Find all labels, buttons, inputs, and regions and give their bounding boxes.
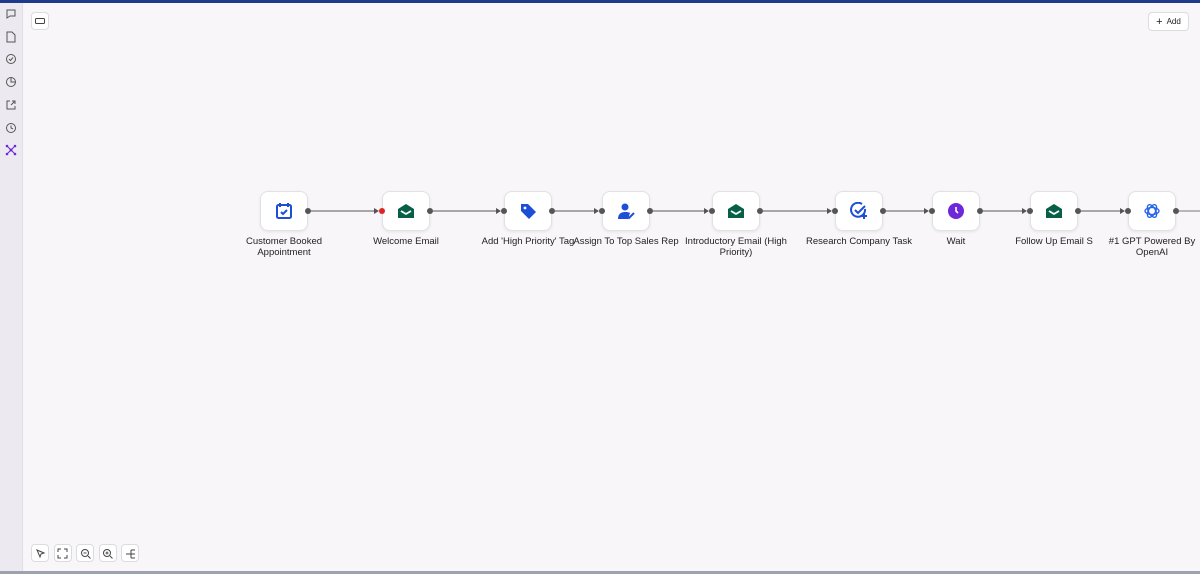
workflow-node[interactable] (712, 191, 760, 231)
zoom-in-button[interactable] (98, 544, 117, 562)
sidebar-item-2[interactable] (5, 53, 17, 65)
input-handle[interactable] (379, 208, 385, 214)
input-handle[interactable] (929, 208, 935, 214)
workflow-node[interactable] (602, 191, 650, 231)
zoom-out-button[interactable] (76, 544, 94, 562)
add-label: Add (1166, 17, 1181, 26)
add-button[interactable]: + Add (1148, 12, 1189, 31)
workflow-canvas[interactable]: + Add Customer Booked Appointment Welcome… (24, 3, 1200, 571)
input-handle[interactable] (599, 208, 605, 214)
workflow-node[interactable] (932, 191, 980, 231)
output-handle[interactable] (757, 208, 763, 214)
pointer-button[interactable] (31, 544, 49, 562)
pie-chart-icon (6, 77, 16, 88)
input-handle[interactable] (709, 208, 715, 214)
workflow-icon (5, 144, 17, 156)
output-handle[interactable] (549, 208, 555, 214)
workflow-node-label: Introductory Email (High Priority) (685, 236, 787, 258)
sidebar-item-3[interactable] (5, 76, 17, 88)
workflow-node-label: Wait (946, 236, 966, 247)
task-add-icon (850, 202, 867, 219)
edge-arrow (924, 208, 929, 214)
email-open-icon (728, 204, 744, 218)
output-handle[interactable] (427, 208, 433, 214)
workflow-node[interactable] (835, 191, 883, 231)
tag-icon (521, 204, 536, 219)
output-handle[interactable] (977, 208, 983, 214)
clock-icon (948, 203, 964, 219)
workflow-node[interactable] (382, 191, 430, 231)
edge-arrow (594, 208, 599, 214)
workflow-node-label: Customer Booked Appointment (245, 236, 323, 258)
external-link-icon (6, 100, 16, 110)
toggle-panel-button[interactable] (31, 12, 49, 30)
chat-icon (6, 9, 16, 19)
output-handle[interactable] (1075, 208, 1081, 214)
workflow-node-label: #1 GPT Powered By OpenAI (1108, 236, 1196, 258)
bottom-bar (0, 571, 1200, 574)
sidebar-item-5[interactable] (5, 122, 17, 134)
sidebar-item-4[interactable] (5, 99, 17, 111)
email-open-icon (1046, 204, 1062, 218)
workflow-node-label: Assign To Top Sales Rep (573, 236, 679, 247)
calendar-check-icon (276, 203, 292, 219)
workflow-node-label: Add 'High Priority' Tag (481, 236, 575, 247)
sidebar (0, 3, 23, 574)
input-handle[interactable] (1027, 208, 1033, 214)
edge-arrow (704, 208, 709, 214)
edge-arrow (827, 208, 832, 214)
keyboard-icon (35, 18, 45, 24)
file-icon (6, 31, 16, 43)
zoom-out-icon (80, 548, 91, 559)
output-handle[interactable] (305, 208, 311, 214)
pointer-icon (35, 548, 45, 558)
email-open-icon (398, 204, 414, 218)
edge-arrow (496, 208, 501, 214)
workflow-edges (311, 208, 1200, 214)
fit-view-icon (57, 548, 68, 558)
workflow-node[interactable] (504, 191, 552, 231)
output-handle[interactable] (647, 208, 653, 214)
workflow-node[interactable] (1128, 191, 1176, 231)
input-handle[interactable] (501, 208, 507, 214)
workflow-node-label: Follow Up Email S (1015, 236, 1093, 247)
fit-view-button[interactable] (53, 544, 72, 562)
openai-icon (1144, 204, 1160, 218)
auto-layout-icon (125, 549, 135, 558)
input-handle[interactable] (1125, 208, 1131, 214)
output-handle[interactable] (1173, 208, 1179, 214)
edge-arrow (374, 208, 379, 214)
input-handle[interactable] (832, 208, 838, 214)
sidebar-item-6[interactable] (5, 144, 17, 156)
zoom-in-icon (103, 548, 113, 559)
user-check-icon (618, 203, 635, 220)
edge-arrow (1120, 208, 1125, 214)
workflow-node-label: Research Company Task (806, 236, 912, 247)
check-circle-icon (6, 54, 16, 65)
sidebar-item-1[interactable] (5, 31, 17, 43)
workflow-node[interactable] (1030, 191, 1078, 231)
sidebar-item-0[interactable] (5, 8, 17, 20)
plus-icon: + (1156, 15, 1163, 28)
history-icon (6, 122, 16, 133)
workflow-node-label: Welcome Email (373, 236, 439, 247)
edge-arrow (1022, 208, 1027, 214)
output-handle[interactable] (880, 208, 886, 214)
workflow-node[interactable] (260, 191, 308, 231)
auto-layout-button[interactable] (121, 544, 139, 562)
top-bar (0, 0, 1200, 3)
